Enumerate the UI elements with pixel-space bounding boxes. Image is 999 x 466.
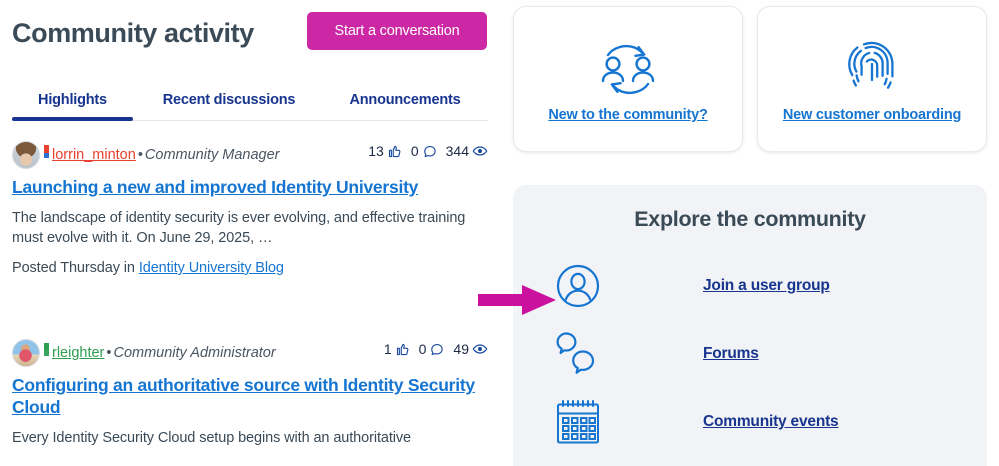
- explore-item-label: Join a user group: [703, 277, 830, 294]
- sidebar: New to the community?: [513, 0, 987, 466]
- post-stats: 13 0 344: [368, 143, 488, 159]
- views-stat: 344: [446, 143, 488, 159]
- post-item: lorrin_minton•Community Manager 13 0: [12, 140, 488, 276]
- explore-item-forums[interactable]: Forums: [555, 320, 987, 388]
- eye-icon: [472, 143, 488, 159]
- card-new-to-the-community[interactable]: New to the community?: [513, 6, 743, 152]
- avatar[interactable]: [12, 339, 40, 367]
- post-title-link[interactable]: Launching a new and improved Identity Un…: [12, 177, 419, 197]
- quick-link-cards: New to the community?: [513, 6, 987, 152]
- activity-tabs: Highlights Recent discussions Announceme…: [12, 80, 488, 121]
- comment-bubble-icon: [422, 144, 437, 159]
- eye-icon: [472, 341, 488, 357]
- community-activity-panel: Community activity Start a conversation …: [12, 12, 488, 448]
- post-meta: rleighter•Community Administrator 1 0: [12, 338, 488, 368]
- comments-stat: 0: [419, 341, 445, 357]
- card-label: New customer onboarding: [782, 107, 962, 123]
- people-exchange-icon: [589, 35, 667, 97]
- likes-count: 1: [383, 341, 392, 357]
- comments-stat: 0: [411, 143, 437, 159]
- post-author-link[interactable]: lorrin_minton: [52, 147, 136, 163]
- views-stat: 49: [453, 341, 488, 357]
- avatar[interactable]: [12, 141, 40, 169]
- tab-recent-discussions[interactable]: Recent discussions: [162, 92, 296, 108]
- meta-separator: •: [137, 147, 143, 163]
- post-meta: lorrin_minton•Community Manager 13 0: [12, 140, 488, 170]
- post-author-role: Community Administrator: [113, 345, 276, 361]
- thumbs-up-icon: [387, 144, 402, 159]
- views-count: 49: [453, 341, 469, 357]
- post-excerpt: Every Identity Security Cloud setup begi…: [12, 430, 412, 446]
- explore-item-join-a-user-group[interactable]: Join a user group: [555, 252, 987, 320]
- meta-separator: •: [106, 345, 112, 361]
- post-stats: 1 0 49: [384, 341, 488, 357]
- post-excerpt: The landscape of identity security is ev…: [12, 210, 466, 246]
- post-footer: Posted Thursday in Identity University B…: [12, 260, 488, 276]
- thumbs-up-icon: [395, 342, 410, 357]
- post-board-link[interactable]: Identity University Blog: [138, 260, 284, 276]
- post-author-link[interactable]: rleighter: [52, 345, 105, 361]
- card-new-customer-onboarding[interactable]: New customer onboarding: [757, 6, 987, 152]
- explore-community-panel: Explore the community Join a user group: [513, 185, 987, 466]
- likes-stat: 13: [368, 143, 402, 159]
- explore-title: Explore the community: [634, 207, 866, 231]
- explore-item-label: Forums: [703, 345, 759, 362]
- fingerprint-icon: [841, 35, 903, 97]
- post-title-link[interactable]: Configuring an authoritative source with…: [12, 375, 475, 417]
- explore-item-label: Community events: [703, 413, 839, 430]
- likes-stat: 1: [384, 341, 410, 357]
- panel-header: Community activity Start a conversation: [12, 12, 488, 56]
- comments-count: 0: [418, 341, 427, 357]
- explore-item-community-events[interactable]: Community events: [555, 388, 987, 456]
- calendar-icon: [555, 397, 611, 447]
- speech-bubbles-icon: [555, 329, 611, 379]
- start-conversation-button[interactable]: Start a conversation: [307, 12, 487, 50]
- post-item: rleighter•Community Administrator 1 0: [12, 338, 488, 448]
- card-label: New to the community?: [548, 107, 708, 123]
- post-posted-text: Posted Thursday in: [12, 260, 135, 276]
- tab-highlights[interactable]: Highlights: [12, 80, 133, 121]
- post-author-role: Community Manager: [144, 147, 280, 163]
- views-count: 344: [445, 143, 469, 159]
- user-circle-icon: [555, 261, 611, 311]
- comment-bubble-icon: [429, 342, 444, 357]
- page-title: Community activity: [12, 18, 254, 48]
- likes-count: 13: [368, 143, 384, 159]
- explore-list: Join a user group Forums: [513, 252, 987, 456]
- presence-indicator: [44, 343, 49, 356]
- tab-announcements[interactable]: Announcements: [349, 92, 461, 108]
- presence-indicator: [44, 145, 49, 158]
- comments-count: 0: [410, 143, 419, 159]
